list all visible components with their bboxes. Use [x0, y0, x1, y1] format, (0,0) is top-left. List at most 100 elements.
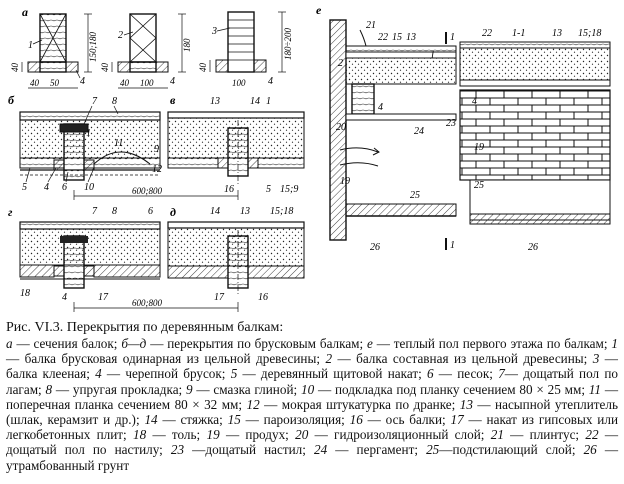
legend-text: — пароизоляция; [240, 412, 350, 428]
svg-text:8: 8 [112, 96, 117, 107]
svg-text:15;9: 15;9 [280, 184, 298, 195]
legend-text: — мокрая штукатурка по дранке; [259, 396, 460, 412]
svg-text:13: 13 [210, 96, 220, 107]
legend-key: 12 [246, 396, 260, 412]
legend-key: 25 [426, 442, 440, 458]
legend-text: — пергамент; [327, 442, 427, 458]
svg-text:4: 4 [80, 76, 85, 87]
svg-text:18: 18 [20, 288, 30, 299]
svg-text:24: 24 [414, 126, 424, 137]
svg-text:40: 40 [120, 78, 130, 88]
legend-key: 19 [206, 427, 220, 443]
svg-text:40: 40 [198, 63, 208, 73]
legend-text: — ось балки; [362, 412, 451, 428]
legend-text: — дощатый пол по лагам; [6, 366, 618, 397]
legend-text: — накат из гипсовых или легкобетонных пл… [6, 412, 618, 443]
legend-key: 5 [230, 366, 238, 382]
brick-pier [459, 89, 611, 181]
legend-key: а [6, 336, 13, 351]
legend-key: 16 [349, 412, 363, 428]
legend-key: 18 [133, 427, 147, 443]
caption-title: Рис. VI.3. Перекрытия по деревянным балк… [6, 320, 284, 335]
legend-text: — балка клееная; [6, 351, 618, 382]
legend-text: — деревянный щитовой накат; [237, 366, 427, 382]
legend-text: — упругая прокладка; [52, 381, 187, 397]
legend-key: 13 [459, 396, 473, 412]
svg-text:1: 1 [86, 128, 91, 139]
svg-text:600;800: 600;800 [132, 186, 162, 196]
legend-key: 21 [490, 427, 504, 443]
beam-composite-section [129, 13, 157, 63]
legend-text: — балка брусковая одинарная из цельной д… [6, 351, 326, 367]
svg-text:10: 10 [84, 182, 94, 193]
svg-text:19: 19 [474, 142, 484, 153]
svg-text:180: 180 [182, 38, 192, 52]
svg-text:11: 11 [114, 138, 123, 149]
svg-text:25: 25 [410, 190, 420, 201]
svg-text:21: 21 [366, 20, 376, 31]
svg-text:26: 26 [370, 242, 380, 253]
svg-text:13: 13 [240, 206, 250, 217]
legend-text: —подстилающий слой; [439, 442, 584, 458]
panel-v: в 13 14 1 16 5 15;9 [167, 93, 305, 195]
svg-text:22: 22 [378, 32, 388, 43]
svg-text:в: в [170, 93, 176, 107]
legend-key: 4 [95, 366, 102, 382]
svg-text:22: 22 [482, 28, 492, 39]
legend-key: 22 [585, 427, 599, 443]
svg-text:20: 20 [336, 122, 346, 133]
floor-construction-drawing: а 1 4 2 4 3 4 [8, 3, 611, 312]
legend-key: 8 [45, 381, 53, 397]
svg-text:13: 13 [406, 32, 416, 43]
svg-text:600;800: 600;800 [132, 298, 162, 308]
legend-text: — гидроизоляционный слой; [308, 427, 491, 443]
legend-text: — песок; [433, 366, 499, 382]
svg-text:100: 100 [140, 78, 154, 88]
svg-text:1: 1 [450, 32, 455, 43]
svg-text:7: 7 [92, 206, 98, 217]
svg-text:6: 6 [62, 182, 67, 193]
panel-b: б 7 8 1 11 9 5 4 6 10 12 [8, 93, 162, 193]
svg-text:17: 17 [214, 292, 225, 303]
svg-text:26: 26 [528, 242, 538, 253]
legend-text: — утрамбованный грунт [6, 442, 619, 473]
legend-text: — перекрытия по брусковым балкам; [146, 336, 368, 351]
svg-text:4: 4 [170, 76, 175, 87]
svg-text:180÷200: 180÷200 [283, 28, 293, 60]
legend-key: б—д [121, 336, 147, 351]
svg-text:г: г [8, 205, 13, 219]
legend-key: 1 [611, 336, 618, 351]
beam-glued-section [227, 11, 255, 73]
sand-fill [19, 119, 161, 159]
svg-text:40: 40 [10, 63, 20, 73]
legend-text: — теплый пол первого этажа по балкам; [372, 336, 612, 351]
svg-text:2: 2 [338, 58, 343, 69]
caption-legend: а — сечения балок; б—д — перекрытия по б… [6, 336, 618, 473]
svg-text:15;18: 15;18 [270, 206, 293, 217]
legend-key: 9 [186, 381, 193, 397]
svg-text:1: 1 [266, 96, 271, 107]
legend-text: — поперечная планка сечением 80 × 32 мм; [6, 381, 619, 412]
svg-text:8: 8 [112, 206, 117, 217]
svg-text:4: 4 [44, 182, 49, 193]
svg-text:4: 4 [472, 96, 477, 107]
svg-text:1: 1 [430, 50, 435, 61]
svg-text:19: 19 [340, 176, 350, 187]
svg-text:4: 4 [62, 292, 67, 303]
svg-text:14: 14 [210, 206, 220, 217]
svg-text:б: б [8, 93, 15, 107]
legend-text: — балка составная из цельной древесины; [332, 351, 593, 367]
legend-key: 26 [583, 442, 597, 458]
legend-text: — плинтус; [503, 427, 586, 443]
svg-text:д: д [170, 205, 176, 219]
svg-text:2: 2 [118, 30, 123, 41]
svg-text:15;18: 15;18 [578, 28, 601, 39]
legend-text: — сечения балок; [12, 336, 122, 351]
svg-text:14: 14 [250, 96, 260, 107]
legend-text: —дощатый настил; [184, 442, 315, 458]
svg-text:3: 3 [211, 26, 217, 37]
legend-key: 14 [144, 412, 158, 428]
svg-text:е: е [316, 3, 322, 17]
screed [167, 111, 305, 119]
panel-a: а 1 4 2 4 3 4 [10, 5, 293, 89]
